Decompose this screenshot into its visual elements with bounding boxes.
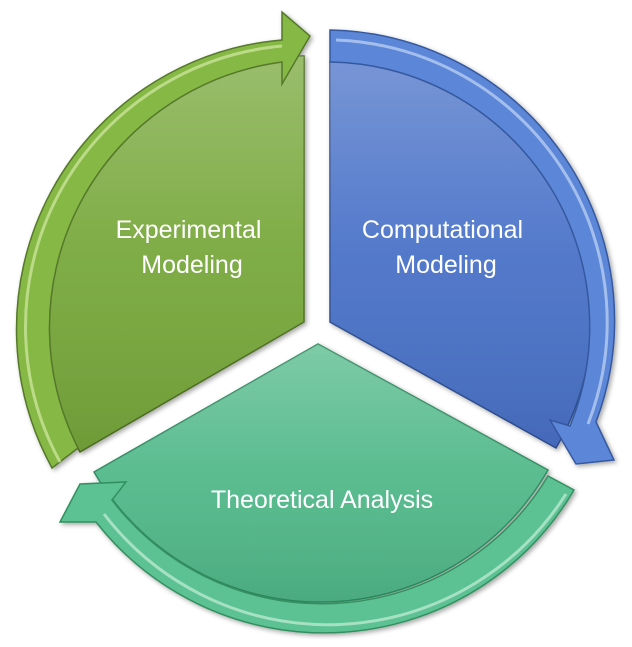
segment-theoretical	[58, 343, 576, 634]
experimental-label: Experimental Modeling	[116, 216, 269, 279]
computational-wedge-gloss	[330, 61, 592, 449]
computational-arrow-highlight	[335, 38, 609, 425]
experimental-label-line-1: Experimental	[116, 216, 262, 244]
computational-label-line-1: Computational	[362, 216, 523, 244]
experimental-arrow-highlight	[24, 44, 283, 463]
theoretical-cycle-arrow	[58, 475, 576, 634]
experimental-cycle-arrow	[15, 10, 311, 470]
experimental-label-line-2: Modeling	[141, 251, 242, 279]
theoretical-label: Theoretical Analysis	[211, 486, 433, 514]
computational-cycle-arrow	[329, 29, 616, 465]
computational-label: Computational Modeling	[362, 216, 530, 279]
segment-computational	[329, 29, 616, 465]
segment-experimental	[15, 10, 311, 470]
computational-label-line-2: Modeling	[395, 251, 496, 279]
theoretical-wedge-gloss	[94, 344, 548, 603]
theoretical-arrow-highlight	[102, 493, 568, 627]
theoretical-label-line-1: Theoretical Analysis	[211, 486, 433, 514]
